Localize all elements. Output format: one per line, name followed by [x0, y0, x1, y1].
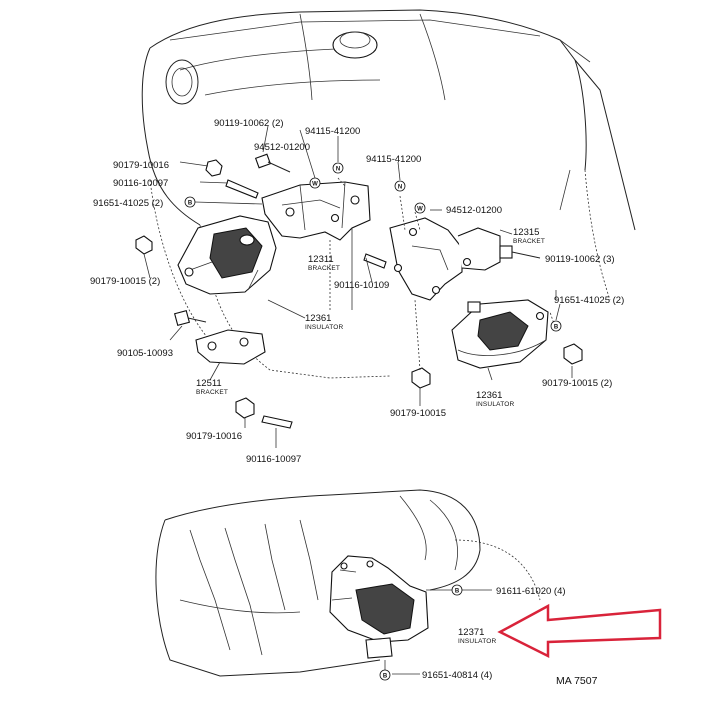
label-12371-sub: INSULATOR — [458, 638, 497, 645]
label-90105-10093: 90105-10093 — [117, 348, 173, 359]
label-90179-10015-left: 90179-10015 (2) — [90, 276, 160, 287]
label-90179-10015-mid: 90179-10015 — [390, 408, 446, 419]
svg-text:N: N — [398, 185, 402, 191]
label-91651-41025-right: 91651-41025 (2) — [554, 295, 624, 306]
symbol-n-right: N — [394, 180, 406, 192]
bracket-12315 — [389, 217, 501, 301]
insulator-12361-right — [451, 299, 549, 369]
bracket-12511 — [195, 329, 266, 365]
label-94115-41200-left: 94115-41200 — [305, 126, 360, 137]
insulator-12371 — [329, 555, 429, 659]
label-12361-left: 12361 — [305, 313, 331, 324]
label-12311-sub: BRACKET — [308, 265, 340, 272]
symbol-b-bottom-lower: B — [379, 669, 391, 681]
label-90179-10015-right: 90179-10015 (2) — [542, 378, 612, 389]
svg-text:B: B — [455, 589, 460, 595]
label-91651-40814: 91651-40814 (4) — [422, 670, 492, 681]
label-94115-41200-right: 94115-41200 — [366, 154, 421, 165]
label-90116-10097-top: 90116-10097 — [113, 178, 168, 189]
label-12315-sub: BRACKET — [513, 238, 545, 245]
svg-text:N: N — [336, 167, 340, 173]
engine-block-outline — [141, 9, 636, 379]
fasteners-upper — [135, 153, 583, 429]
symbol-w-left: W — [309, 177, 321, 189]
label-12371: 12371 — [458, 627, 484, 638]
svg-text:B: B — [383, 674, 388, 680]
symbol-b-bottom-upper: B — [451, 584, 463, 596]
label-90179-10016-top: 90179-10016 — [113, 160, 169, 171]
transmission-outline — [155, 489, 541, 677]
symbol-n-left: N — [332, 162, 344, 174]
svg-text:W: W — [417, 207, 423, 213]
label-12315: 12315 — [513, 227, 539, 238]
bracket-12311 — [261, 181, 371, 241]
label-90116-10097-bottom: 90116-10097 — [246, 454, 301, 465]
label-90119-10062-top: 90119-10062 (2) — [214, 118, 284, 129]
label-94512-01200-right: 94512-01200 — [446, 205, 502, 216]
label-12361-right-sub: INSULATOR — [476, 401, 515, 408]
symbol-w-right: W — [414, 202, 426, 214]
leader-lines-upper — [143, 125, 573, 448]
svg-text:B: B — [188, 201, 193, 207]
insulator-12361-left — [177, 215, 277, 295]
label-12361-left-sub: INSULATOR — [305, 324, 344, 331]
label-12311: 12311 — [308, 254, 334, 265]
label-12511: 12511 — [196, 378, 222, 389]
svg-text:B: B — [554, 325, 559, 331]
label-91611-61020: 91611-61020 (4) — [496, 586, 566, 597]
label-90116-10109: 90116-10109 — [334, 280, 389, 291]
label-90179-10016-bottom: 90179-10016 — [186, 431, 242, 442]
label-91651-41025-left: 91651-41025 (2) — [93, 198, 163, 209]
red-arrow-annotation — [497, 603, 662, 659]
symbol-b-right: B — [550, 320, 562, 332]
label-12361-right: 12361 — [476, 390, 502, 401]
symbol-b-left: B — [184, 196, 196, 208]
diagram-code: MA 7507 — [556, 675, 598, 687]
label-94512-01200-left: 94512-01200 — [254, 142, 310, 153]
label-90119-10062-right: 90119-10062 (3) — [545, 254, 615, 265]
label-12511-sub: BRACKET — [196, 389, 228, 396]
svg-text:W: W — [312, 182, 318, 188]
leader-lines-bottom — [384, 589, 492, 675]
